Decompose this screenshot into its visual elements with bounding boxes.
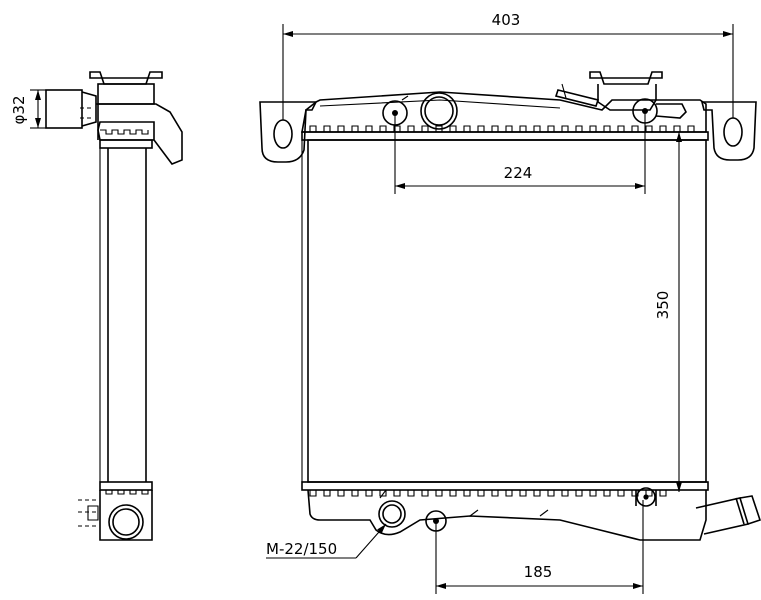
front-view xyxy=(259,71,761,541)
mount-spacing-label: 224 xyxy=(504,164,533,182)
lower-spacing-label: 185 xyxy=(524,563,553,581)
overall-width-dimension: 403 xyxy=(282,11,734,120)
core-height-label: 350 xyxy=(654,291,672,320)
lower-spacing-dimension: 185 xyxy=(435,500,644,594)
drain-plug-label: M-22/150 xyxy=(266,540,337,558)
side-view xyxy=(45,71,183,541)
pipe-diameter-label: φ32 xyxy=(10,96,28,125)
mount-spacing-dimension: 224 xyxy=(394,111,646,194)
overall-width-label: 403 xyxy=(492,11,521,29)
core-height-dimension: 350 xyxy=(654,132,682,492)
pipe-diameter-dimension: φ32 xyxy=(10,89,46,129)
drain-plug-callout: M-22/150 xyxy=(266,523,387,559)
